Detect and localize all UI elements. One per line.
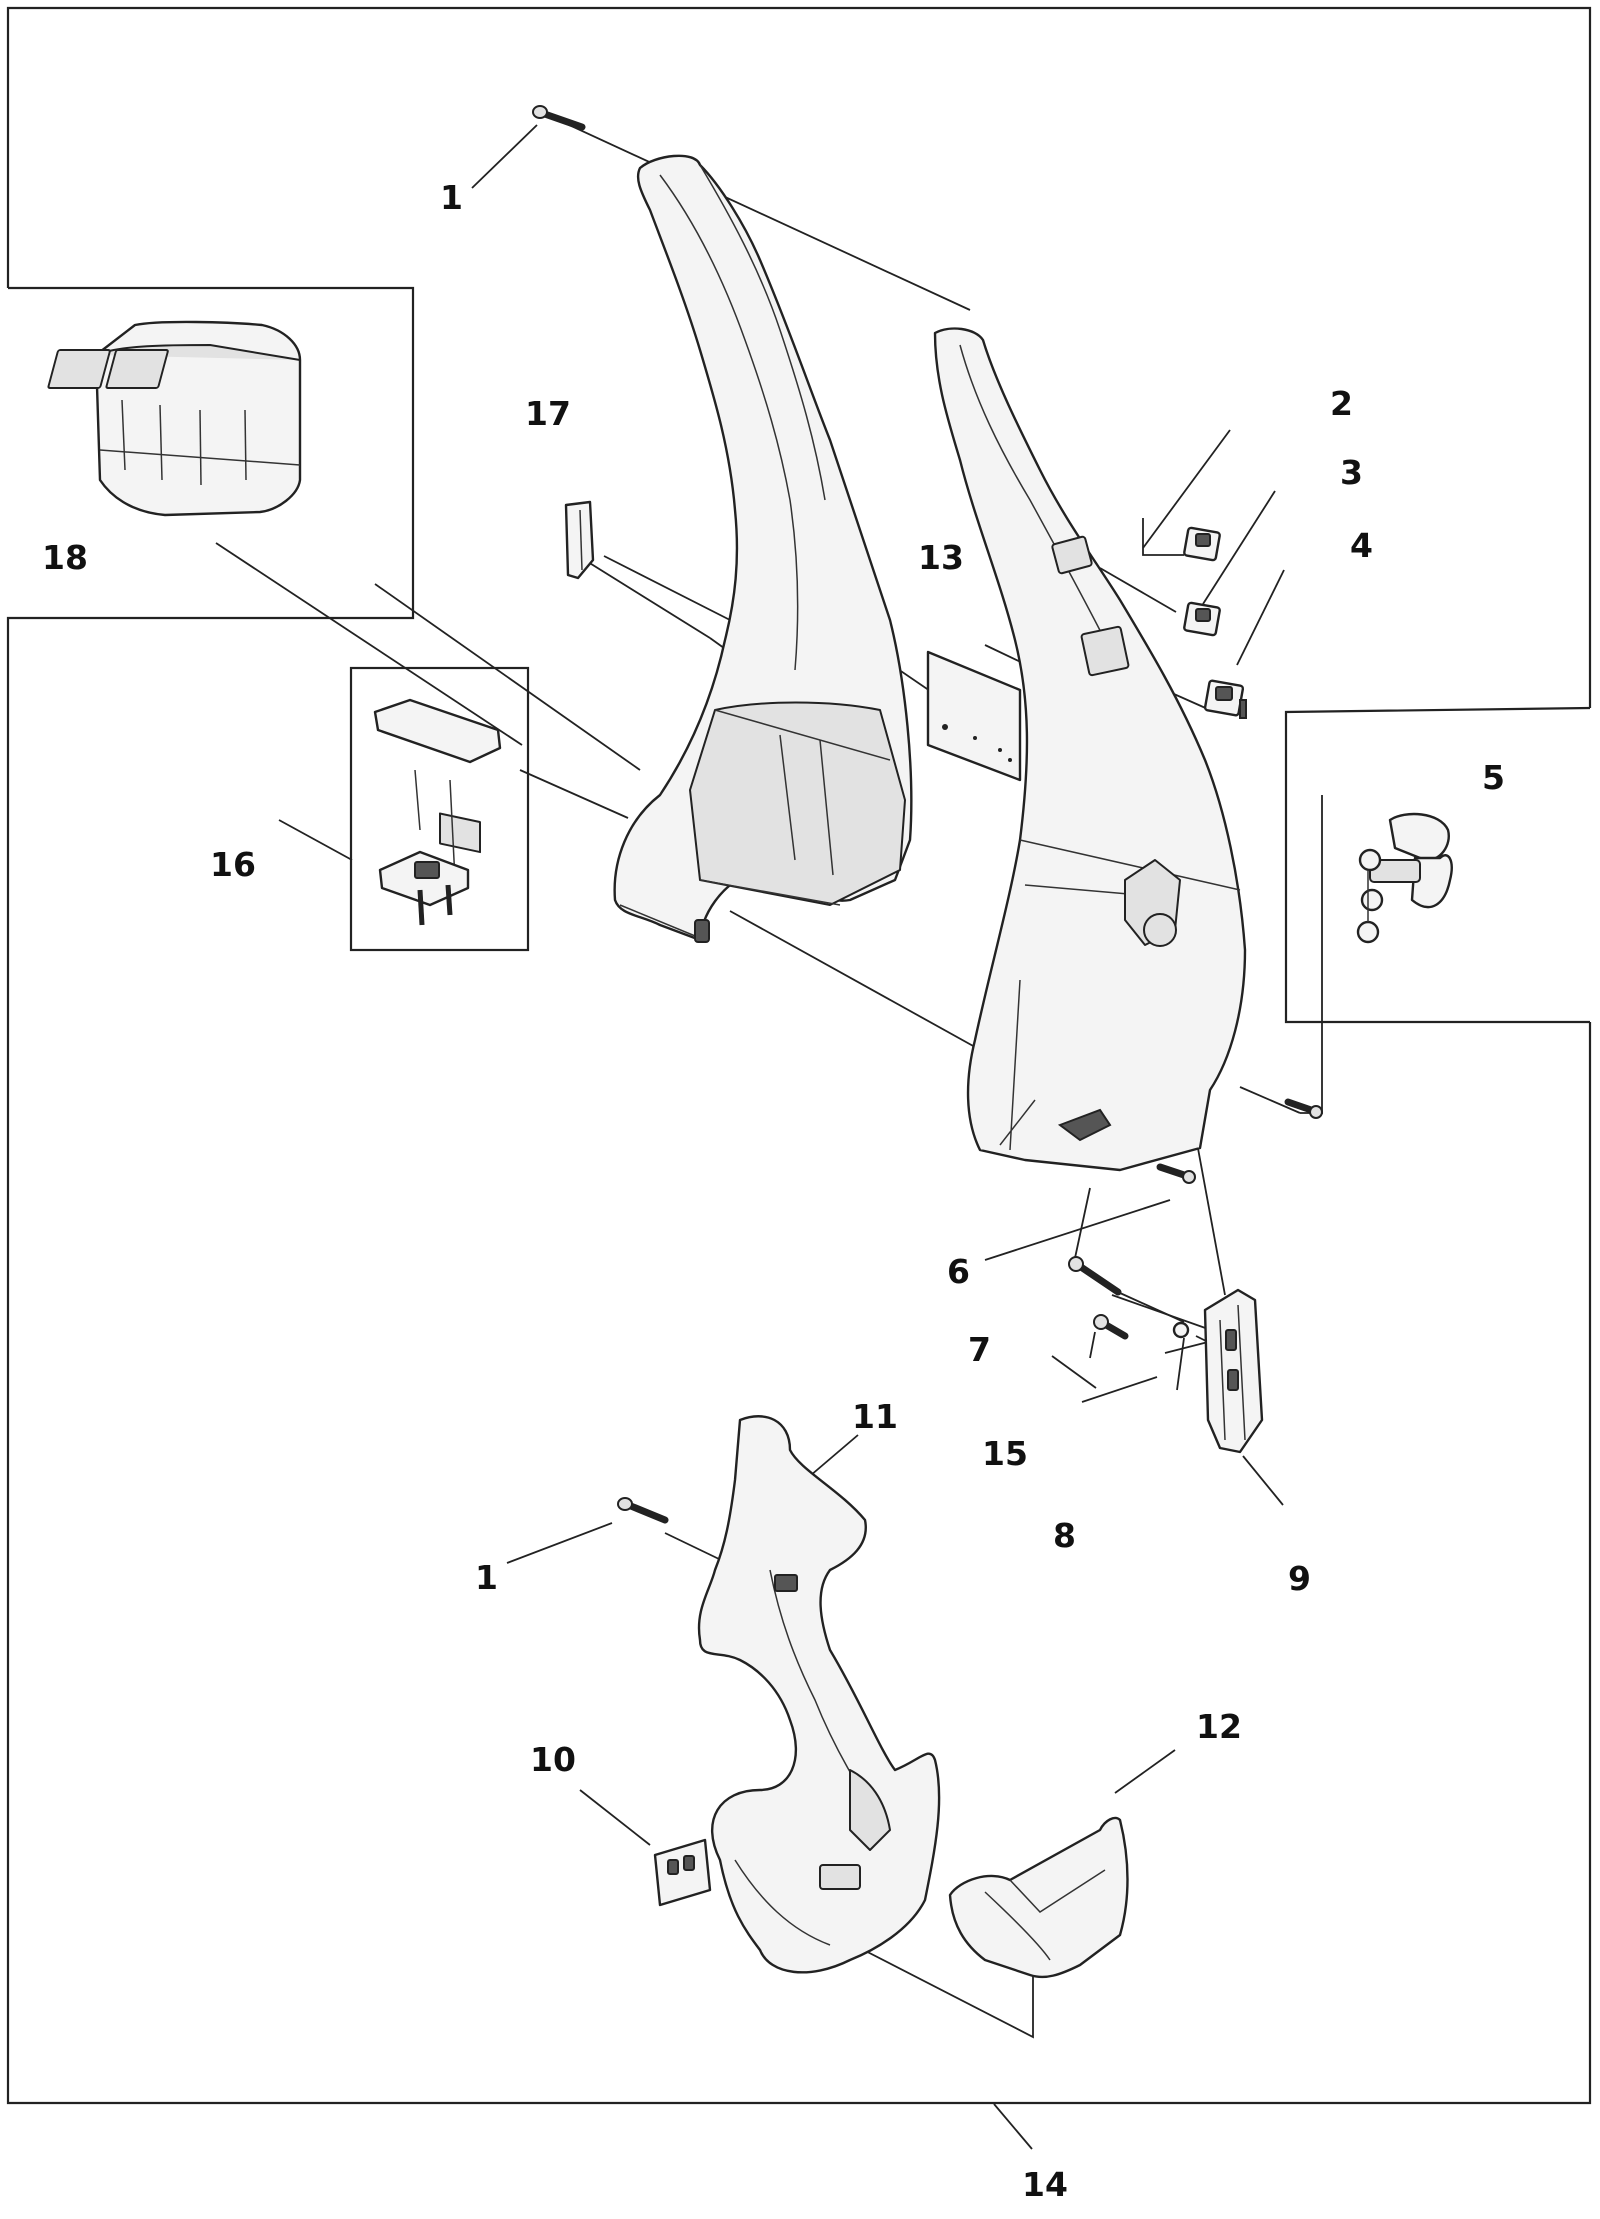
callout-4: 4: [1350, 526, 1373, 565]
callout-10: 10: [530, 1740, 576, 1779]
subassembly-16-box: [349, 666, 530, 952]
callout-15: 15: [982, 1434, 1028, 1473]
washer-8: [1172, 1321, 1190, 1339]
callout-9: 9: [1288, 1559, 1311, 1598]
screw-side: [1284, 1098, 1323, 1119]
assembly-frame: [6, 6, 1592, 2105]
callout-14: 14: [1022, 2165, 1068, 2204]
lever-17: [564, 500, 595, 580]
battery-cover-18: [47, 320, 302, 517]
bracket-9: [1203, 1288, 1264, 1454]
callout-12: 12: [1196, 1707, 1242, 1746]
callout-1-bottom: 1: [475, 1558, 498, 1597]
switch-3: [1183, 601, 1221, 637]
callout-8: 8: [1053, 1516, 1076, 1555]
callout-11: 11: [852, 1397, 898, 1436]
leader-lines: [215, 123, 1323, 2150]
foot-cover-12: [948, 1816, 1129, 1979]
clip-10: [653, 1838, 712, 1907]
callout-2: 2: [1330, 384, 1353, 423]
switch-4: [1203, 679, 1247, 719]
screw-7: [1068, 1256, 1122, 1296]
switch-2: [1183, 526, 1221, 562]
left-handle-housing: [613, 154, 913, 943]
callout-7: 7: [968, 1330, 991, 1369]
callout-17: 17: [525, 394, 571, 433]
callout-16: 16: [210, 845, 256, 884]
callout-13: 13: [918, 538, 964, 577]
front-cover: [933, 327, 1247, 1172]
lower-handle-11: [697, 1415, 941, 1974]
knob-5: [1356, 812, 1453, 944]
screw-6: [1156, 1163, 1196, 1184]
callout-6: 6: [947, 1252, 970, 1291]
bolt-bottom: [617, 1497, 669, 1524]
callout-5: 5: [1482, 758, 1505, 797]
callout-3: 3: [1340, 453, 1363, 492]
callout-1-top: 1: [440, 178, 463, 217]
bolt-top: [532, 105, 586, 131]
callout-18: 18: [42, 538, 88, 577]
pcb-13: [926, 650, 1022, 782]
screw-15: [1093, 1314, 1129, 1340]
callout-labels: 1 17 18 13 2 3 4 5 16 6 7 15 11 8 9 1 10…: [42, 178, 1505, 2204]
